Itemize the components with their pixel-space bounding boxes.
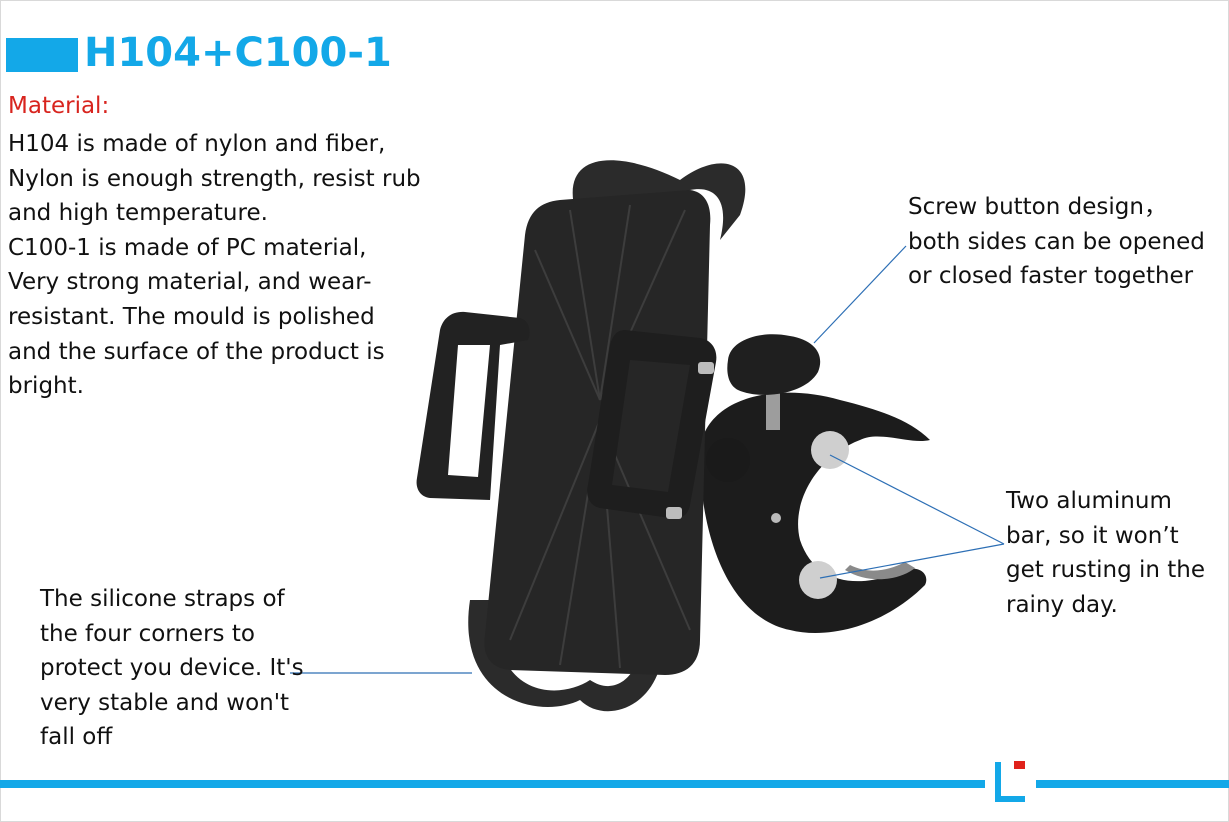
aluminum-bar-callout: Two aluminum bar, so it won’t get rustin… — [1006, 484, 1205, 622]
silicone-straps-callout: The silicone straps of the four corners … — [40, 582, 304, 755]
aluminum-bar-bottom-shape — [799, 561, 837, 599]
logo-red-dot — [1014, 761, 1025, 769]
callout-line: the four corners to — [40, 620, 255, 647]
callout-line: get rusting in the — [1006, 557, 1206, 583]
page-title: H104+C100-1 — [84, 30, 392, 76]
title-accent-block — [6, 38, 78, 72]
screw-knob-shape — [727, 334, 821, 395]
arm-pin-bottom-shape — [666, 507, 682, 519]
material-line: bright. — [8, 373, 84, 400]
footer-rule-right — [1036, 780, 1229, 788]
material-line: H104 is made of nylon and fiber, — [8, 131, 386, 157]
material-line: Nylon is enough strength, resist rub — [8, 165, 421, 192]
handlebar-clamp-shape — [699, 392, 930, 633]
logo-vertical-bar — [995, 762, 1001, 802]
ball-joint-shape — [706, 438, 750, 482]
material-line: resistant. The mould is polished — [8, 303, 375, 330]
callout-line: very stable and won't — [40, 689, 290, 716]
brand-logo-icon — [992, 758, 1032, 806]
material-label: Material: — [8, 93, 110, 119]
material-line: and high temperature. — [8, 200, 268, 227]
callout-line: protect you device. It's — [40, 655, 304, 681]
callout-line: fall off — [40, 724, 113, 750]
callout-line: or closed faster together — [908, 263, 1194, 289]
material-description: H104 is made of nylon and fiber, Nylon i… — [8, 127, 438, 404]
callout-line: bar, so it won’t — [1006, 522, 1179, 549]
bottom-strap-shape — [468, 600, 664, 712]
callout-line: rainy day. — [1006, 591, 1118, 618]
material-line: and the surface of the product is — [8, 338, 385, 365]
aluminum-bar-top-shape — [811, 431, 849, 469]
right-grip-arm-shape — [587, 330, 717, 519]
screw-button-callout: Screw button design， both sides can be o… — [908, 190, 1205, 294]
callout-line: Two aluminum — [1006, 488, 1172, 514]
logo-horizontal-bar — [995, 796, 1025, 802]
callout-line: both sides can be opened — [908, 228, 1205, 255]
left-grip-arm-shape — [416, 311, 530, 500]
callout-line: Screw button design， — [908, 194, 1167, 220]
footer-rule-left — [0, 780, 985, 788]
clamp-pin-shape — [771, 513, 781, 523]
arm-pin-top-shape — [698, 362, 714, 374]
material-line: C100-1 is made of PC material, — [8, 234, 367, 261]
callout-line: The silicone straps of — [40, 586, 285, 612]
material-line: Very strong material, and wear- — [8, 269, 372, 296]
